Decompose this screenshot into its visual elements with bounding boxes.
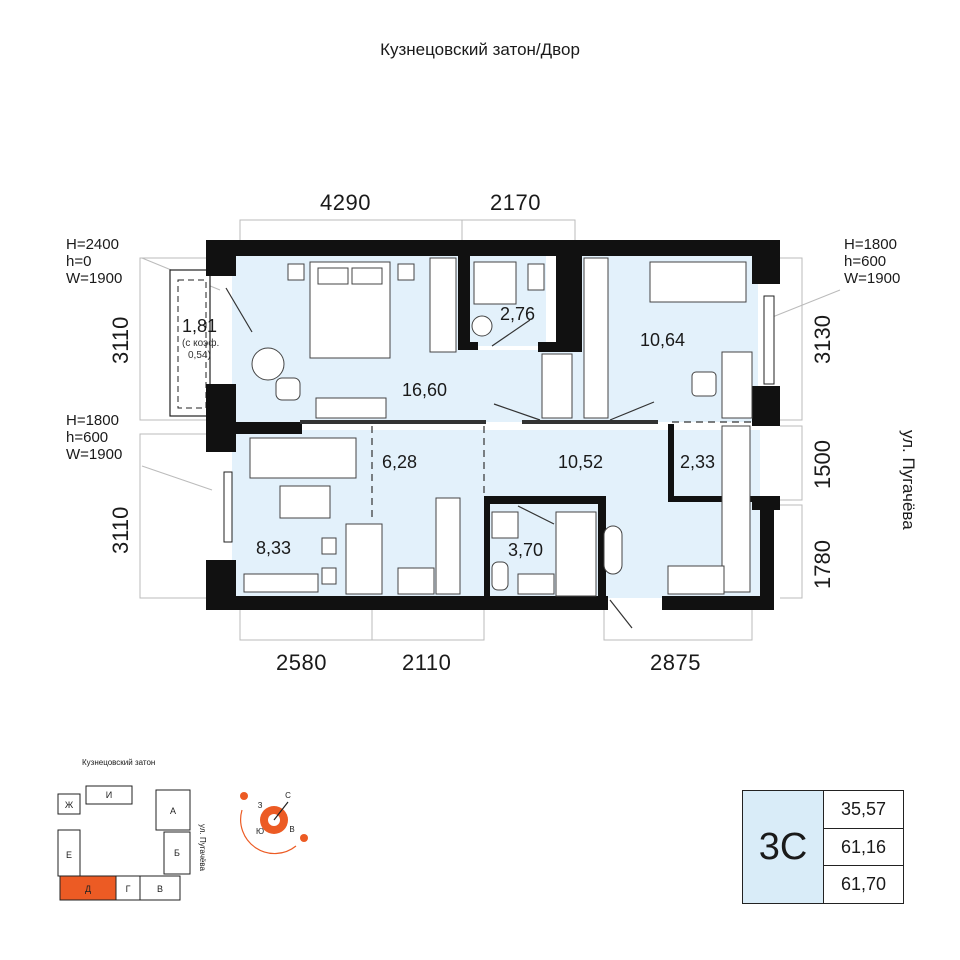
apartment-value-total: 61,16 bbox=[824, 829, 903, 867]
section-b: Б bbox=[174, 848, 180, 858]
room-areas: 1,81 (с коэф. 0,54) 16,60 2,76 10,64 8,3… bbox=[182, 304, 715, 560]
dim-bottom-3: 2875 bbox=[650, 650, 701, 675]
section-a: А bbox=[170, 806, 176, 816]
doors bbox=[225, 287, 655, 629]
compass-west: З bbox=[258, 801, 263, 810]
room-area-bedroom-right: 10,64 bbox=[640, 330, 685, 350]
compass-east: В bbox=[289, 825, 294, 834]
dim-top-1: 4290 bbox=[320, 190, 371, 215]
window-note-balcony: H=2400 h=0 W=1900 bbox=[66, 236, 123, 287]
apartment-type: 3С bbox=[743, 791, 824, 903]
section-zh: Ж bbox=[65, 800, 74, 810]
street-top-label: Кузнецовский затон/Двор bbox=[380, 40, 580, 59]
site-plan-title: Кузнецовский затон bbox=[82, 758, 156, 767]
balcony-dashed bbox=[177, 279, 207, 409]
compass: С Ю З В bbox=[240, 791, 308, 855]
balcony-note-2: 0,54) bbox=[188, 350, 211, 361]
sun-west-icon bbox=[240, 792, 248, 800]
room-area-hall: 10,52 bbox=[558, 452, 603, 472]
window-note-kitchen: H=1800 h=600 W=1900 bbox=[66, 412, 123, 463]
apartment-value-living: 35,57 bbox=[824, 791, 903, 829]
dim-bottom-1: 2580 bbox=[276, 650, 327, 675]
section-i: И bbox=[106, 790, 112, 800]
dim-bottom-2: 2110 bbox=[402, 650, 452, 675]
site-plan-street: ул. Пугачёва bbox=[198, 824, 207, 871]
room-area-kitchen: 6,28 bbox=[382, 452, 417, 472]
section-d: Д bbox=[85, 884, 91, 894]
room-area-living: 8,33 bbox=[256, 538, 291, 558]
furniture bbox=[243, 257, 753, 597]
windows-glass bbox=[223, 295, 775, 543]
room-area-bedroom: 16,60 bbox=[402, 380, 447, 400]
balcony-outline bbox=[169, 269, 211, 417]
apartment-info: 3С 35,57 61,16 61,70 bbox=[742, 790, 904, 904]
walls bbox=[206, 240, 780, 610]
dim-top-2: 2170 bbox=[490, 190, 541, 215]
room-area-bathroom: 2,76 bbox=[500, 304, 535, 324]
window-note-bedroom: H=1800 h=600 W=1900 bbox=[844, 236, 901, 287]
dimension-guides bbox=[139, 219, 841, 641]
zone-dividers bbox=[371, 421, 752, 522]
room-area-balcony: 1,81 bbox=[182, 316, 217, 336]
section-e: Е bbox=[66, 850, 72, 860]
section-v: В bbox=[157, 884, 163, 894]
section-g: Г bbox=[126, 884, 131, 894]
room-area-storage: 2,33 bbox=[680, 452, 715, 472]
apartment-value-total-coef: 61,70 bbox=[840, 874, 887, 895]
site-plan: Ж И А Е Б Д Г В bbox=[57, 785, 191, 901]
compass-south: Ю bbox=[256, 827, 264, 836]
compass-north: С bbox=[285, 791, 291, 800]
balcony-note-1: (с коэф. bbox=[182, 337, 219, 349]
sun-east-icon bbox=[300, 834, 308, 842]
street-right-label: ул. Пугачёва bbox=[899, 430, 918, 530]
room-area-wc: 3,70 bbox=[508, 540, 543, 560]
